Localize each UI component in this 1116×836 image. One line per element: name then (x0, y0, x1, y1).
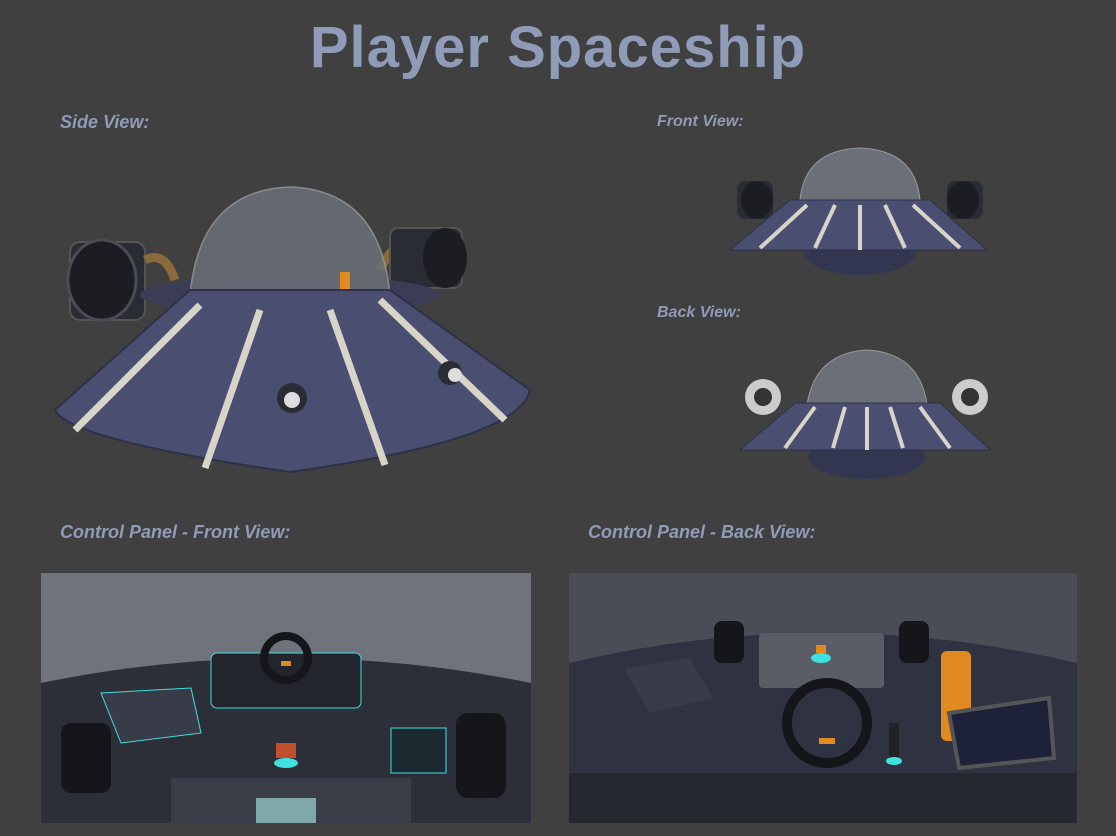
front-view-label: Front View: (657, 113, 744, 130)
back-view-label: Back View: (657, 304, 741, 321)
left-engine (66, 238, 180, 322)
right-engine (375, 227, 467, 289)
spaceship-front-view (728, 147, 989, 275)
side-view-label: Side View: (60, 112, 150, 132)
control-panel-front-render (41, 573, 531, 823)
control-panel-back-render (569, 573, 1077, 823)
page-title: Player Spaceship (309, 15, 807, 80)
spaceship-side-view (53, 186, 532, 474)
control-panel-back-label: Control Panel - Back View: (588, 522, 816, 542)
control-panel-front-label: Control Panel - Front View: (60, 522, 291, 542)
spaceship-back-view (738, 349, 992, 479)
glass-dome (189, 186, 391, 296)
